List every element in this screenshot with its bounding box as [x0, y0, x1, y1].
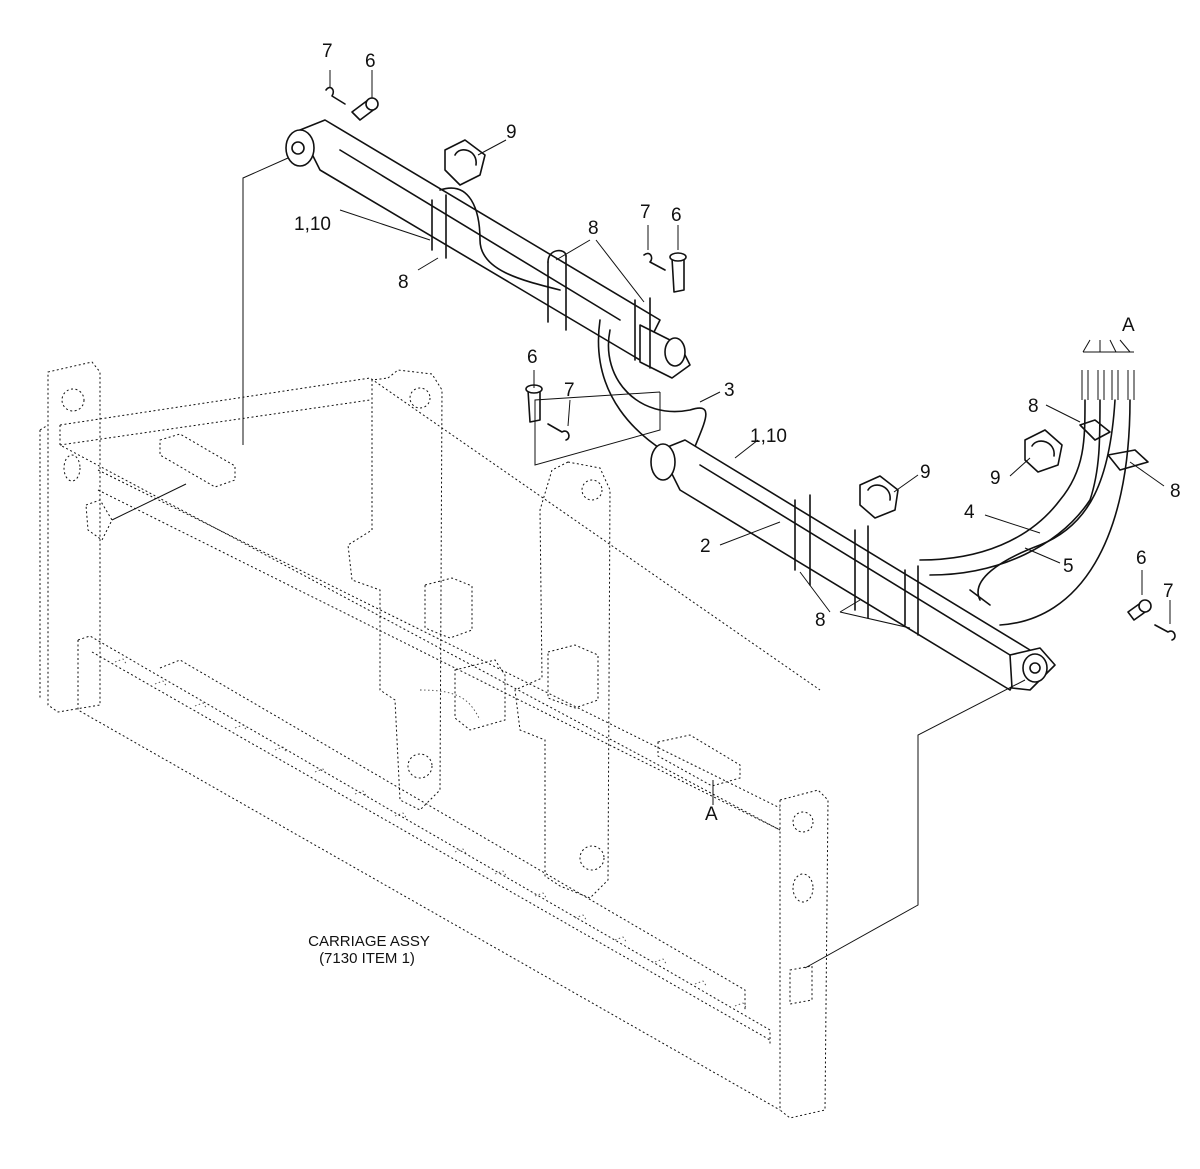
hydraulic-assembly	[285, 86, 1176, 691]
callout-8-fitting-left: 8	[1028, 396, 1039, 417]
callout-3: 3	[724, 380, 735, 401]
callout-7-center: 7	[564, 380, 575, 401]
carriage-frame	[39, 361, 829, 1119]
callout-6-top: 6	[365, 51, 376, 72]
callout-5: 5	[1063, 556, 1074, 577]
callout-8-lower: 8	[815, 610, 826, 631]
callout-9-top: 9	[506, 122, 517, 143]
callouts: 7 6 9 1,10 8 8 7 6 6 7 3 1,10 9 2 A 8 9 …	[294, 41, 1181, 825]
callout-1-10-upper: 1,10	[294, 214, 331, 235]
callout-6-center: 6	[527, 347, 538, 368]
callout-2: 2	[700, 536, 711, 557]
assembly-label: CARRIAGE ASSY (7130 ITEM 1)	[308, 933, 430, 967]
callout-6-mid: 6	[671, 205, 682, 226]
callout-9-lower: 9	[920, 462, 931, 483]
callout-7-mid: 7	[640, 202, 651, 223]
callout-a-bottom: A	[705, 804, 718, 825]
leader-lines	[111, 70, 1171, 969]
callout-8-upper-left: 8	[398, 272, 409, 293]
callout-a-top: A	[1122, 315, 1135, 336]
callout-7-top: 7	[322, 41, 333, 62]
callout-6-right: 6	[1136, 548, 1147, 569]
callout-1-10-lower: 1,10	[750, 426, 787, 447]
callout-8-upper-mid: 8	[588, 218, 599, 239]
callout-9-fitting: 9	[990, 468, 1001, 489]
assembly-reference: (7130 ITEM 1)	[319, 950, 415, 967]
callout-7-right: 7	[1163, 581, 1174, 602]
callout-8-fitting-right: 8	[1170, 481, 1181, 502]
callout-4: 4	[964, 502, 975, 523]
assembly-title: CARRIAGE ASSY	[308, 933, 430, 950]
